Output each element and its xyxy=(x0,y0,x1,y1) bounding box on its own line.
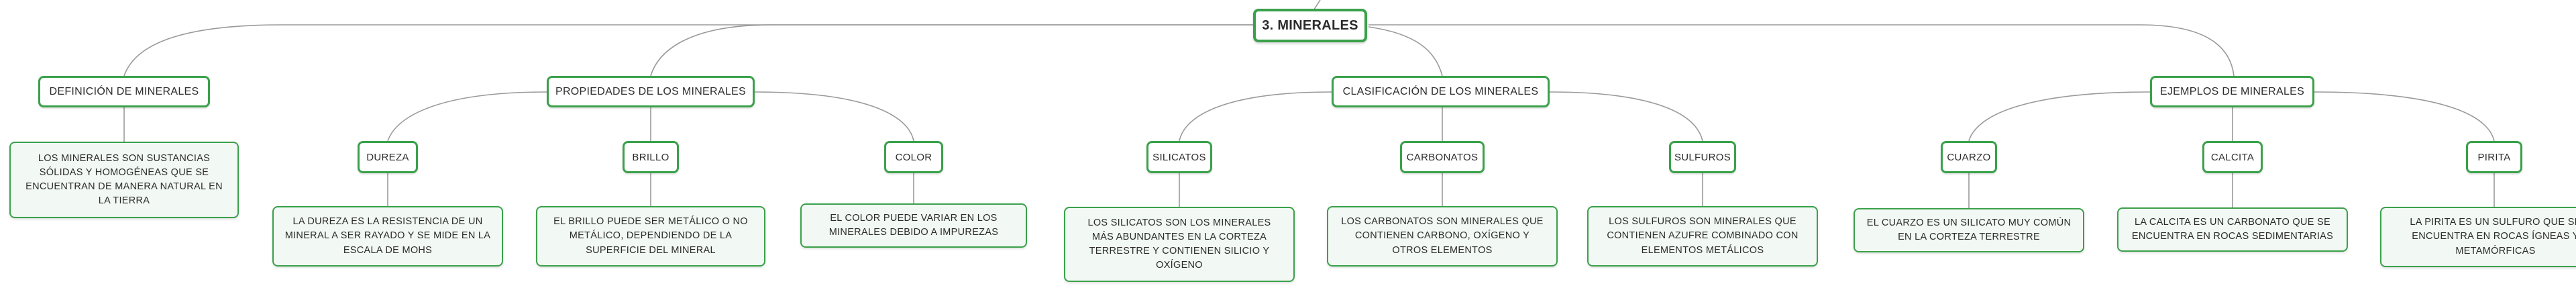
subtopic-brillo[interactable]: BRILLO xyxy=(623,141,679,173)
description-dureza: LA DUREZA ES LA RESISTENCIA DE UN MINERA… xyxy=(272,206,503,267)
category-clasificacion[interactable]: CLASIFICACIÓN DE LOS MINERALES xyxy=(1332,76,1550,107)
description-definicion: LOS MINERALES SON SUSTANCIAS SÓLIDAS Y H… xyxy=(9,142,239,218)
connector-ejemplos-pirita xyxy=(2314,91,2495,142)
connector-root-propiedades xyxy=(650,24,1253,77)
description-brillo: EL BRILLO PUEDE SER METÁLICO O NO METÁLI… xyxy=(536,206,765,267)
connector-propiedades-dureza xyxy=(387,91,547,142)
root-node[interactable]: 3. MINERALES xyxy=(1253,9,1367,42)
category-definicion[interactable]: DEFINICIÓN DE MINERALES xyxy=(38,76,210,107)
subtopic-color[interactable]: COLOR xyxy=(884,141,943,173)
connector-clasificacion-sulfuros xyxy=(1549,91,1703,142)
description-sulfuros: LOS SULFUROS SON MINERALES QUE CONTIENEN… xyxy=(1587,206,1818,267)
connector-root-ejemplos xyxy=(1368,24,2235,77)
description-cuarzo: EL CUARZO ES UN SILICATO MUY COMÚN EN LA… xyxy=(1854,208,2084,252)
subtopic-sulfuros[interactable]: SULFUROS xyxy=(1669,141,1736,173)
category-ejemplos[interactable]: EJEMPLOS DE MINERALES xyxy=(2150,76,2314,107)
description-carbonatos: LOS CARBONATOS SON MINERALES QUE CONTIEN… xyxy=(1327,206,1558,267)
subtopic-pirita[interactable]: PIRITA xyxy=(2466,141,2522,173)
description-silicatos: LOS SILICATOS SON LOS MINERALES MÁS ABUN… xyxy=(1064,207,1295,282)
category-propiedades[interactable]: PROPIEDADES DE LOS MINERALES xyxy=(547,76,755,107)
connector-root-clasificacion xyxy=(1368,26,1443,77)
description-color: EL COLOR PUEDE VARIAR EN LOS MINERALES D… xyxy=(800,203,1027,248)
subtopic-carbonatos[interactable]: CARBONATOS xyxy=(1400,141,1485,173)
description-pirita: LA PIRITA ES UN SULFURO QUE SE ENCUENTRA… xyxy=(2380,207,2576,267)
connector-ejemplos-cuarzo xyxy=(1968,91,2151,142)
subtopic-cuarzo[interactable]: CUARZO xyxy=(1941,141,1997,173)
subtopic-silicatos[interactable]: SILICATOS xyxy=(1146,141,1212,173)
subtopic-calcita[interactable]: CALCITA xyxy=(2202,141,2263,173)
connector-clasificacion-silicatos xyxy=(1179,91,1332,142)
description-calcita: LA CALCITA ES UN CARBONATO QUE SE ENCUEN… xyxy=(2117,207,2348,252)
subtopic-dureza[interactable]: DUREZA xyxy=(358,141,418,173)
connector-propiedades-color xyxy=(754,91,914,142)
connector-root-definicion xyxy=(123,24,1253,77)
